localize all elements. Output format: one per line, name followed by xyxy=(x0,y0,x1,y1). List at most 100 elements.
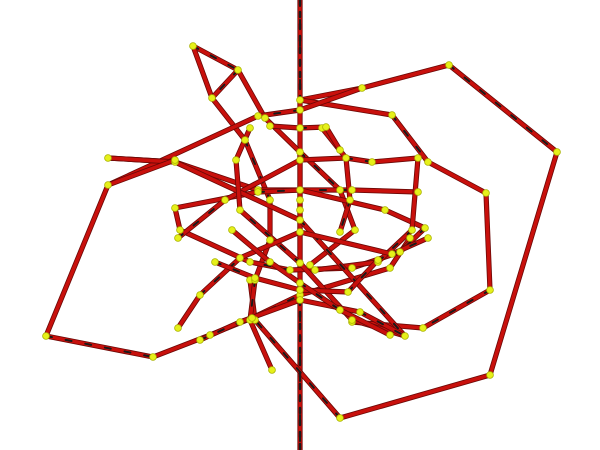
joint-node xyxy=(176,226,184,234)
rod-segment xyxy=(298,156,348,162)
joint-node xyxy=(296,216,304,224)
joint-node xyxy=(486,371,494,379)
rod-segment xyxy=(253,276,302,292)
joint-node xyxy=(553,148,561,156)
rod-segment xyxy=(268,260,302,285)
joint-node xyxy=(322,123,330,131)
joint-node xyxy=(189,42,197,50)
joint-node xyxy=(254,112,262,120)
joint-node xyxy=(286,266,294,274)
rod-segment xyxy=(338,308,392,337)
joint-node xyxy=(296,296,304,304)
joint-node xyxy=(266,196,274,204)
rod-segment xyxy=(345,157,373,163)
rod-segment xyxy=(488,150,559,377)
joint-node xyxy=(396,248,404,256)
joint-node xyxy=(419,324,427,332)
joint-node xyxy=(254,188,262,196)
joint-node xyxy=(171,204,179,212)
rod-segment xyxy=(299,151,341,191)
joint-node xyxy=(306,261,314,269)
joint-node xyxy=(149,353,157,361)
joint-node xyxy=(421,224,429,232)
joint-node xyxy=(414,154,422,162)
rod-segment xyxy=(313,260,380,272)
rod-segment xyxy=(448,64,558,153)
joint-node xyxy=(236,206,244,214)
joint-node xyxy=(311,266,319,274)
joint-node xyxy=(221,196,229,204)
rod-segment xyxy=(199,257,241,296)
joint-node xyxy=(266,258,274,266)
joint-node xyxy=(348,186,356,194)
rod-segment xyxy=(268,124,302,130)
joint-node xyxy=(358,84,366,92)
joint-node xyxy=(445,61,453,69)
rod-segment xyxy=(238,230,302,260)
joint-node xyxy=(196,336,204,344)
joint-node xyxy=(346,196,354,204)
joint-node xyxy=(196,291,204,299)
joint-node xyxy=(336,146,344,154)
joint-node xyxy=(296,156,304,164)
joint-node xyxy=(296,96,304,104)
joint-node xyxy=(344,288,352,296)
rod-segment xyxy=(298,230,394,256)
rod-segment xyxy=(308,228,357,267)
joint-node xyxy=(336,186,344,194)
joint-node xyxy=(241,136,249,144)
rod-segment xyxy=(176,293,202,330)
rod-segment xyxy=(399,227,426,253)
joint-node xyxy=(228,226,236,234)
joint-node xyxy=(296,279,304,287)
rod-segment xyxy=(254,319,341,419)
rod-segment xyxy=(377,229,413,263)
joint-node xyxy=(236,254,244,262)
joint-node xyxy=(174,234,182,242)
joint-node xyxy=(236,318,244,326)
joint-node xyxy=(336,228,344,236)
joint-node xyxy=(406,234,414,242)
joint-node xyxy=(336,414,344,422)
joint-node xyxy=(348,264,356,272)
joint-node xyxy=(251,274,259,282)
joint-node xyxy=(211,258,219,266)
rod-segment xyxy=(248,318,274,372)
joint-node xyxy=(268,366,276,374)
joint-node xyxy=(351,226,359,234)
joint-node xyxy=(42,332,50,340)
joint-node xyxy=(424,234,432,242)
rod-segment xyxy=(370,156,420,164)
rod-segment xyxy=(249,279,256,321)
joint-node xyxy=(246,258,254,266)
rod-segment xyxy=(383,208,427,230)
rod-segment xyxy=(234,158,242,212)
joint-node xyxy=(296,228,304,236)
joint-node xyxy=(424,158,432,166)
joint-node xyxy=(386,331,394,339)
joint-node xyxy=(296,286,304,294)
joint-node xyxy=(266,122,274,130)
rod-segment xyxy=(236,68,267,120)
joint-node xyxy=(171,156,179,164)
rod-segment xyxy=(359,311,406,337)
joint-node xyxy=(296,206,304,214)
rod-segment xyxy=(344,156,352,202)
rod-segment xyxy=(299,282,341,311)
rod-segment xyxy=(347,259,379,293)
joint-node xyxy=(104,181,112,189)
joint-node xyxy=(388,250,396,258)
joint-node xyxy=(296,196,304,204)
joint-node xyxy=(296,259,304,267)
rod-segment xyxy=(176,198,227,240)
joint-node xyxy=(208,94,216,102)
rod-segment xyxy=(338,373,492,420)
rod-segment xyxy=(360,63,451,90)
joint-node xyxy=(342,154,350,162)
rod-segment xyxy=(210,96,247,142)
joint-node xyxy=(381,206,389,214)
joint-node xyxy=(296,124,304,132)
joint-node xyxy=(401,332,409,340)
joint-node xyxy=(482,189,490,197)
